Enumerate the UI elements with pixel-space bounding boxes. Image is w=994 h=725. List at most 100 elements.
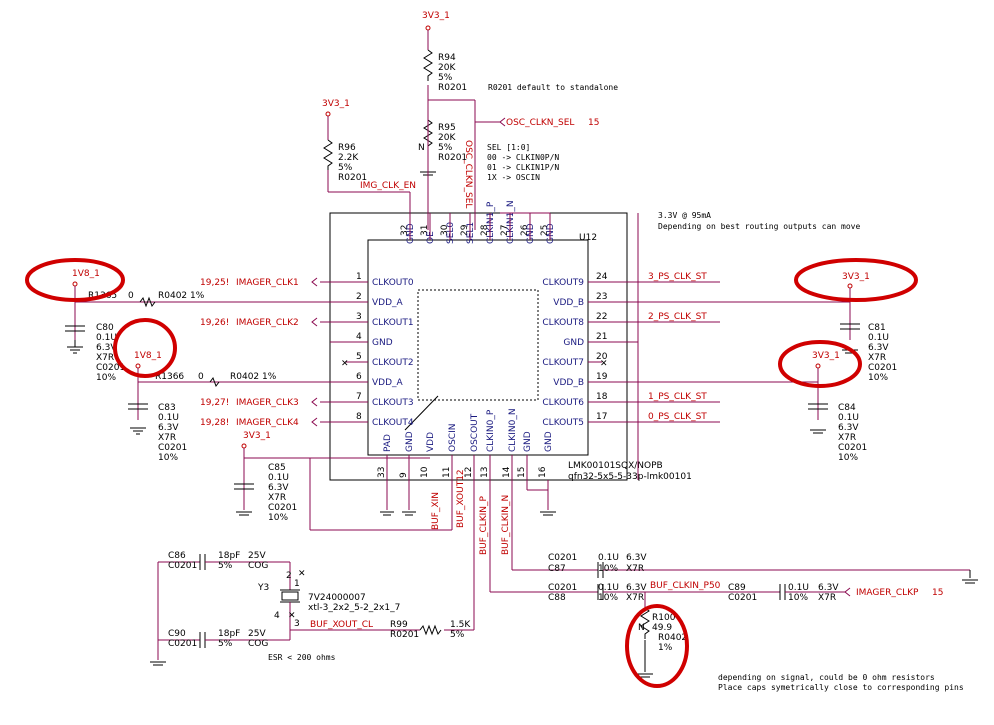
net-ref-clk3: 19,27! bbox=[200, 398, 229, 408]
bottom-note-1: depending on signal, could be 0 ohm resi… bbox=[718, 673, 935, 682]
pin-num-9: 9 bbox=[399, 472, 409, 478]
pin-name-28: CLKIN1_P bbox=[486, 201, 496, 244]
routing-note: Depending on best routing outputs can mo… bbox=[658, 222, 860, 231]
power-note: 3.3V @ 95mA bbox=[658, 211, 711, 220]
pin-name-32: GND bbox=[406, 223, 416, 244]
pin-name-2: VDD_A bbox=[372, 298, 404, 308]
highlight-1v8-2 bbox=[113, 318, 177, 378]
c90-text: C90 C0201 18pF 5% 25V COG bbox=[168, 629, 268, 649]
r94-text: R94 20K 5% R0201 R0201 default to standa… bbox=[438, 53, 618, 93]
net-ps1: 1_PS_CLK_ST bbox=[648, 392, 707, 402]
svg-text:X7R: X7R bbox=[268, 493, 286, 503]
net-imager-clk4: IMAGER_CLK4 bbox=[236, 418, 299, 428]
svg-text:C0201: C0201 bbox=[168, 639, 197, 649]
svg-text:X7R: X7R bbox=[626, 593, 644, 603]
svg-text:R0402 1%: R0402 1% bbox=[230, 372, 277, 382]
svg-text:6.3V: 6.3V bbox=[626, 553, 647, 563]
svg-text:10%: 10% bbox=[158, 453, 178, 463]
highlight-1v8-1 bbox=[25, 258, 125, 302]
svg-text:C87: C87 bbox=[548, 564, 566, 574]
v33-label-r96: 3V3_1 bbox=[322, 99, 350, 109]
svg-text:C86: C86 bbox=[168, 551, 186, 561]
svg-text:2: 2 bbox=[286, 571, 292, 581]
svg-text:X7R: X7R bbox=[96, 353, 114, 363]
svg-text:5%: 5% bbox=[438, 73, 453, 83]
svg-text:R95: R95 bbox=[438, 123, 456, 133]
svg-text:18pF: 18pF bbox=[218, 551, 240, 561]
pin-name-9: GND bbox=[405, 431, 415, 452]
svg-text:0.1U: 0.1U bbox=[158, 413, 179, 423]
svg-text:X7R: X7R bbox=[158, 433, 176, 443]
net-ps3: 3_PS_CLK_ST bbox=[648, 272, 707, 282]
svg-text:C85: C85 bbox=[268, 463, 286, 473]
r95-text: R95 20K 5% R0201 bbox=[438, 123, 467, 163]
svg-text:5%: 5% bbox=[438, 143, 453, 153]
svg-text:6.3V: 6.3V bbox=[818, 583, 839, 593]
svg-text:✕: ✕ bbox=[341, 359, 349, 369]
svg-text:6.3V: 6.3V bbox=[838, 423, 859, 433]
svg-text:R0201: R0201 bbox=[390, 630, 419, 640]
net-imager-clk1: IMAGER_CLK1 bbox=[236, 278, 299, 288]
svg-text:5%: 5% bbox=[450, 630, 465, 640]
svg-text:✕: ✕ bbox=[298, 569, 306, 579]
pin-num-28: 28 bbox=[480, 224, 490, 236]
svg-text:C0201: C0201 bbox=[158, 443, 187, 453]
svg-text:0.1U: 0.1U bbox=[268, 473, 289, 483]
v33-label-r94: 3V3_1 bbox=[422, 11, 450, 21]
net-imager-clkp: IMAGER_CLKP bbox=[856, 588, 919, 598]
svg-text:20K: 20K bbox=[438, 133, 456, 143]
pin-name-20: CLKOUT7 bbox=[542, 358, 584, 368]
chip-part: LMK00101SQX/NOPB bbox=[568, 461, 663, 471]
svg-text:7V24000007: 7V24000007 bbox=[308, 593, 366, 603]
pin-name-1: CLKOUT0 bbox=[372, 278, 414, 288]
svg-text:SEL [1:0]: SEL [1:0] bbox=[487, 143, 530, 152]
svg-text:25V: 25V bbox=[248, 629, 266, 639]
svg-text:0: 0 bbox=[128, 291, 134, 301]
svg-text:C0201: C0201 bbox=[168, 561, 197, 571]
svg-text:C0201: C0201 bbox=[96, 363, 125, 373]
svg-text:10%: 10% bbox=[838, 453, 858, 463]
pin-num-1: 1 bbox=[356, 272, 362, 282]
pin-num-21: 21 bbox=[596, 332, 607, 342]
pin-num-14: 14 bbox=[502, 466, 512, 478]
svg-text:18pF: 18pF bbox=[218, 629, 240, 639]
net-ref-clk2: 19,26! bbox=[200, 318, 229, 328]
svg-text:C90: C90 bbox=[168, 629, 186, 639]
net-ps2: 2_PS_CLK_ST bbox=[648, 312, 707, 322]
chip-ref: U12 bbox=[579, 233, 597, 243]
svg-text:R0201: R0201 bbox=[438, 153, 467, 163]
pin-num-18: 18 bbox=[596, 392, 608, 402]
svg-text:00 -> CLKIN0P/N: 00 -> CLKIN0P/N bbox=[487, 153, 559, 162]
right-pins: 24CLKOUT923VDD_B22CLKOUT821GND20CLKOUT71… bbox=[542, 272, 607, 428]
pin-name-4: GND bbox=[372, 338, 393, 348]
c87-text: C0201 C87 0.1U 10% 6.3V X7R bbox=[548, 553, 647, 574]
pin-num-12: 12 bbox=[464, 467, 474, 478]
pin-num-13: 13 bbox=[480, 467, 490, 478]
svg-text:5%: 5% bbox=[338, 163, 353, 173]
svg-text:15: 15 bbox=[932, 588, 943, 598]
svg-text:C81: C81 bbox=[868, 323, 886, 333]
pin-name-11: OSCIN bbox=[448, 424, 458, 452]
svg-text:10%: 10% bbox=[96, 373, 116, 383]
r96-text: R96 2.2K 5% R0201 bbox=[338, 143, 367, 183]
svg-text:C80: C80 bbox=[96, 323, 114, 333]
pin-num-25: 25 bbox=[540, 225, 550, 236]
svg-text:10%: 10% bbox=[598, 593, 618, 603]
pin-name-3: CLKOUT1 bbox=[372, 318, 414, 328]
svg-text:R0201: R0201 bbox=[338, 173, 367, 183]
pin-num-24: 24 bbox=[596, 272, 608, 282]
svg-text:4: 4 bbox=[274, 611, 280, 621]
svg-text:R94: R94 bbox=[438, 53, 456, 63]
pin-name-12: OSCOUT bbox=[470, 413, 480, 452]
pin-num-8: 8 bbox=[356, 412, 362, 422]
r1366-label: R1366 bbox=[155, 372, 184, 382]
c83-text: C83 0.1U 6.3V X7R C0201 10% bbox=[158, 403, 187, 463]
bottom-note-2: Place caps symetrically close to corresp… bbox=[718, 683, 964, 692]
pin-num-22: 22 bbox=[596, 312, 607, 322]
pin-num-16: 16 bbox=[538, 466, 548, 478]
pin-num-2: 2 bbox=[356, 292, 362, 302]
c80-text: C80 0.1U 6.3V X7R C0201 10% bbox=[96, 323, 125, 383]
svg-text:6.3V: 6.3V bbox=[268, 483, 289, 493]
pin-num-20: 20 bbox=[596, 352, 608, 362]
svg-text:C0201: C0201 bbox=[268, 503, 297, 513]
